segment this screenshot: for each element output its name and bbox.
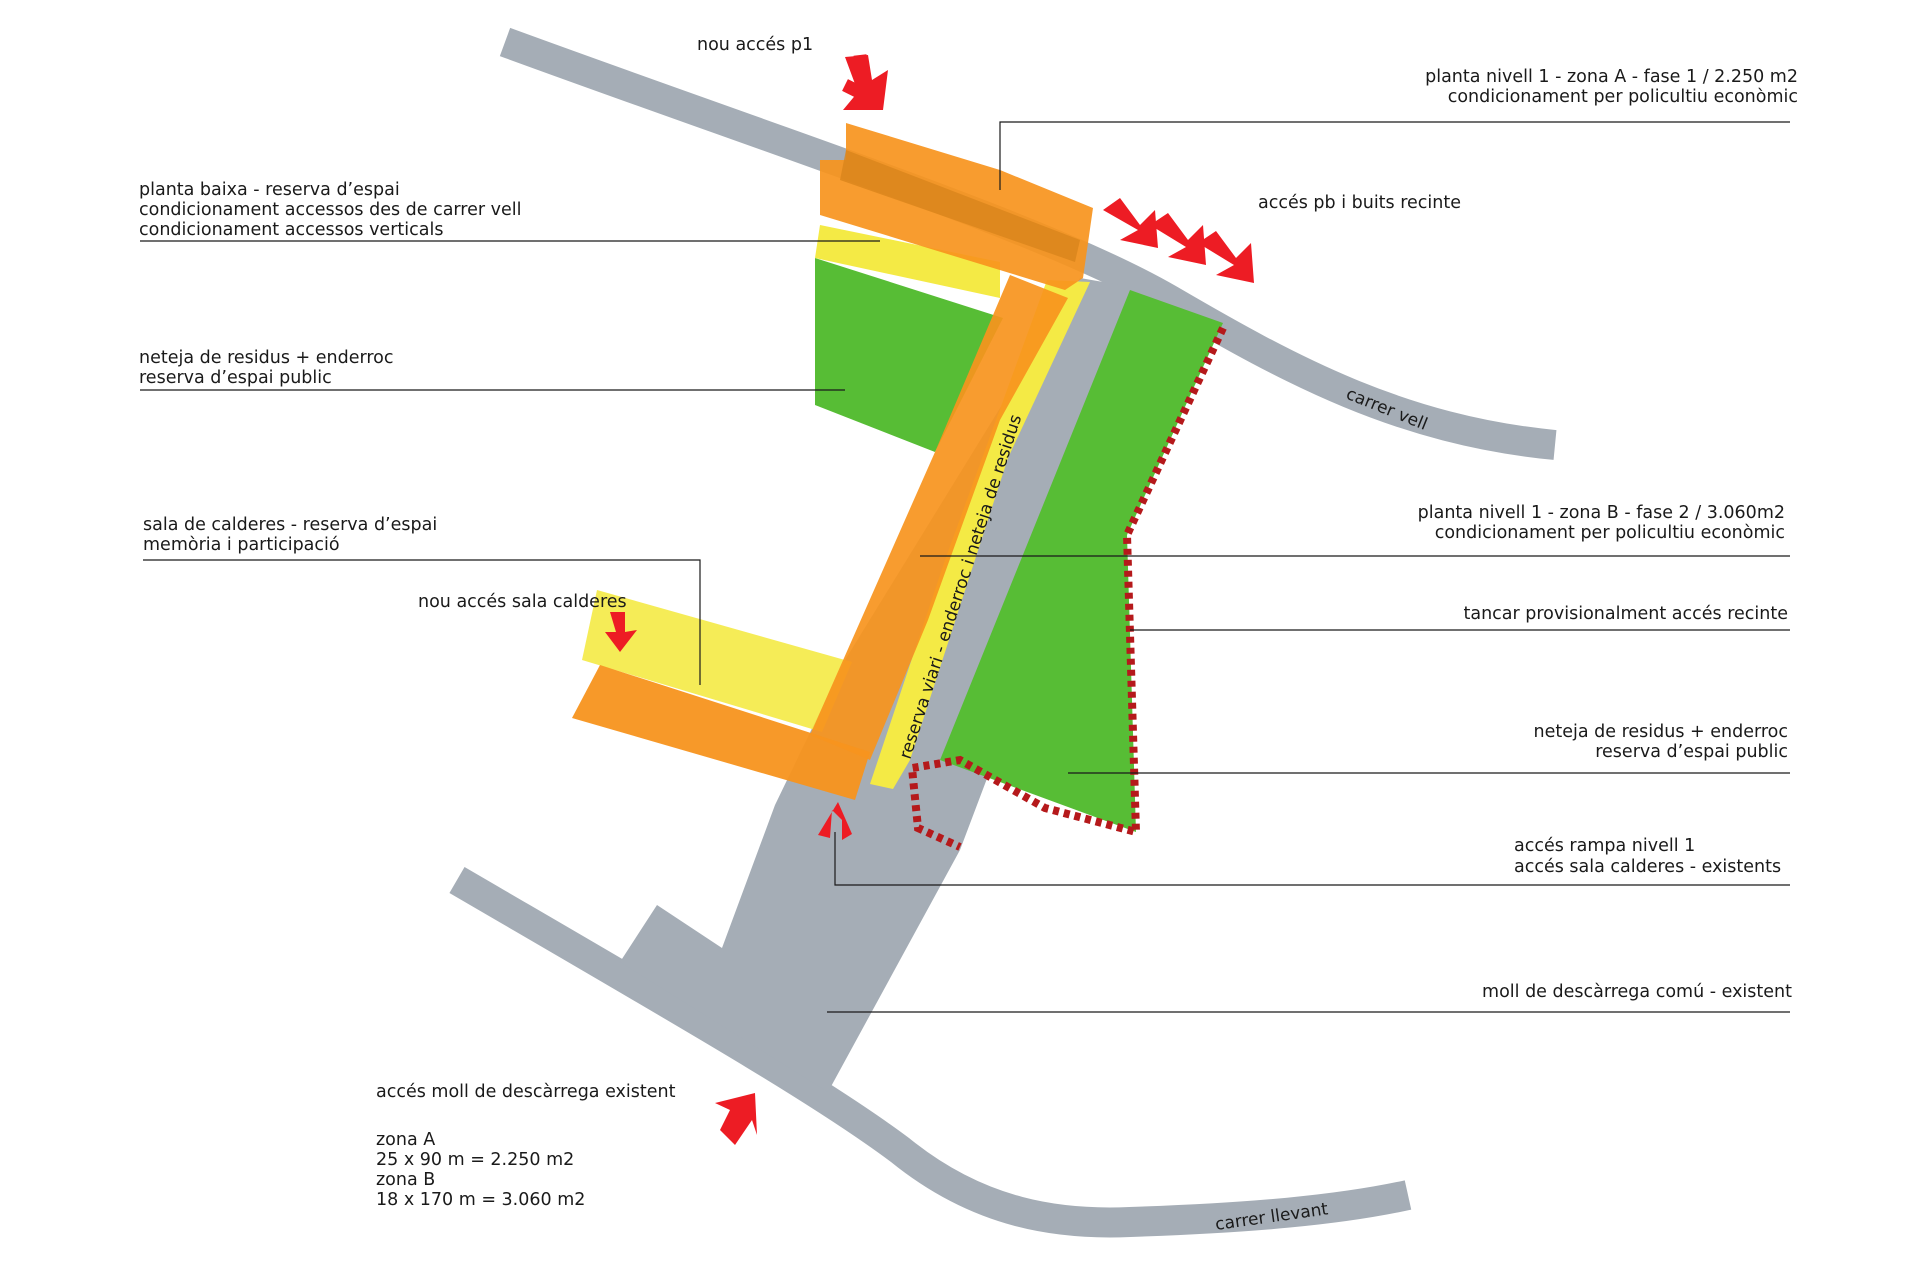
sala-calderes-line-2: memòria i participació — [143, 535, 340, 555]
zones-line-4: 18 x 170 m = 3.060 m2 — [376, 1190, 586, 1210]
zona-a-line-1: planta nivell 1 - zona A - fase 1 / 2.25… — [1425, 67, 1798, 87]
arrow-rampa — [818, 802, 852, 840]
planta-baixa-line-3: condicionament accessos verticals — [139, 220, 444, 240]
planta-baixa-line-1: planta baixa - reserva d’espai — [139, 180, 400, 200]
zona-b-line-1: planta nivell 1 - zona B - fase 2 / 3.06… — [1417, 503, 1785, 523]
zones-line-3: zona B — [376, 1170, 436, 1190]
zones-line-1: zona A — [376, 1130, 436, 1150]
orange-strip — [810, 275, 1068, 760]
nou-acces-p1-label: nou accés p1 — [697, 35, 814, 55]
arrow-pb-3 — [1198, 231, 1254, 283]
provisional-fence — [907, 326, 1227, 851]
yellow-strip — [870, 280, 1090, 789]
acces-rampa-line-1: accés rampa nivell 1 — [1514, 836, 1696, 856]
acces-pb-label: accés pb i buits recinte — [1258, 193, 1462, 213]
arrow-pb-1 — [1103, 198, 1158, 248]
zones-line-2: 25 x 90 m = 2.250 m2 — [376, 1150, 575, 1170]
orange-sala-calderes — [572, 665, 870, 800]
zona-b-line-2: condicionament per policultiu econòmic — [1434, 523, 1785, 543]
sala-calderes-line-1: sala de calderes - reserva d’espai — [143, 515, 438, 535]
access-arrows-group — [605, 55, 1254, 1145]
street-carrer-vell — [499, 27, 1557, 460]
arrow-moll — [715, 1093, 757, 1145]
leader-lines — [140, 121, 1790, 1013]
acces-moll-label: accés moll de descàrrega existent — [376, 1082, 676, 1102]
neteja-left-line-2: reserva d’espai public — [139, 368, 332, 388]
street-carrer-llevant — [449, 867, 1412, 1238]
nou-acces-sala-label: nou accés sala calderes — [418, 592, 627, 612]
green-zone-right — [940, 290, 1223, 832]
arrow-p1 — [843, 55, 888, 110]
tancar-label: tancar provisionalment accés recinte — [1463, 604, 1788, 624]
neteja-left-line-1: neteja de residus + enderroc — [139, 348, 394, 368]
orange-overlap-band — [840, 150, 1080, 262]
yellow-sala-calderes — [582, 590, 852, 732]
moll-label: moll de descàrrega comú - existent — [1482, 982, 1792, 1002]
acces-rampa-line-2: accés sala calderes - existents — [1514, 857, 1782, 877]
neteja-right-line-2: reserva d’espai public — [1595, 742, 1788, 762]
planta-baixa-line-2: condicionament accessos des de carrer ve… — [139, 200, 522, 220]
zona-a-line-2: condicionament per policultiu econòmic — [1447, 87, 1798, 107]
yellow-zone-a — [815, 225, 1000, 298]
arrow-sala-calderes — [605, 612, 637, 652]
arrow-pb-2 — [1150, 213, 1206, 265]
neteja-right-line-1: neteja de residus + enderroc — [1533, 722, 1789, 742]
